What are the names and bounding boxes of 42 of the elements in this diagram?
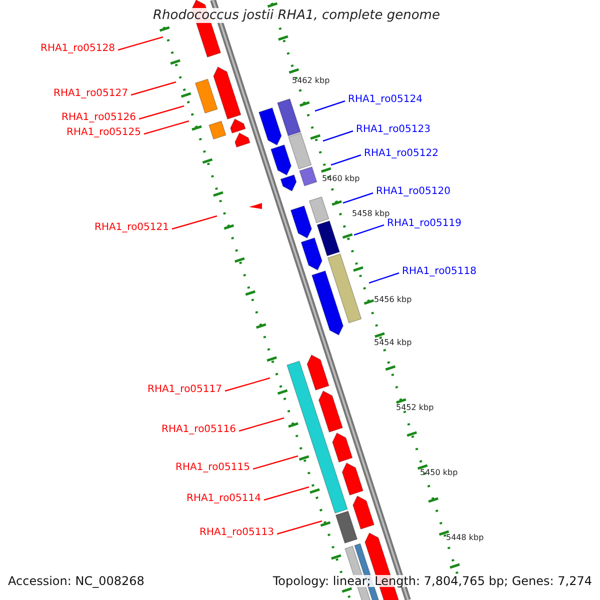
gene-label: RHA1_ro05113: [200, 528, 274, 538]
leader-line: [368, 272, 400, 284]
accession-text: Accession: NC_008268: [8, 575, 144, 587]
scale-label: 5450 kbp: [420, 469, 458, 477]
gene-label: RHA1_ro05125: [66, 128, 141, 138]
leader-line: [314, 100, 346, 112]
scale-label: 5462 kbp: [292, 77, 330, 85]
leader-line: [118, 36, 164, 51]
leader-line: [276, 520, 322, 535]
leader-line: [130, 81, 176, 96]
gene-label: RHA1_ro05118: [402, 267, 476, 277]
scale-label: 5448 kbp: [446, 534, 484, 542]
gene-label: RHA1_ro05117: [148, 385, 222, 395]
gene-label: RHA1_ro05122: [364, 149, 438, 159]
leader-line: [252, 455, 298, 470]
gene-label: RHA1_ro05123: [356, 125, 430, 135]
gene-label: RHA1_ro05115: [176, 463, 250, 473]
scale-label: 5458 kbp: [352, 210, 390, 218]
leader-line: [330, 154, 362, 166]
gene-label: RHA1_ro05126: [62, 113, 136, 123]
gene-label: RHA1_ro05116: [162, 425, 236, 435]
leader-line: [144, 120, 190, 135]
gene-label: RHA1_ro05124: [348, 95, 422, 105]
scale-label: 5456 kbp: [374, 296, 412, 304]
leader-line: [342, 192, 374, 204]
leader-line: [322, 130, 354, 142]
scale-label: 5454 kbp: [374, 339, 412, 347]
gene-label: RHA1_ro05119: [387, 219, 462, 229]
leader-line: [264, 486, 310, 501]
leader-line: [138, 105, 184, 120]
gene-label: RHA1_ro05121: [94, 223, 169, 233]
gene-label: RHA1_ro05120: [376, 187, 450, 197]
leader-line: [172, 215, 218, 230]
genome-info-text: Topology: linear; Length: 7,804,765 bp; Genes: 7,274: [272, 575, 592, 587]
leader-line: [354, 224, 384, 236]
scale-label: 5460 kbp: [322, 175, 360, 183]
gene-label: RHA1_ro05114: [186, 494, 261, 504]
leader-line: [224, 377, 270, 392]
gene-label: RHA1_ro05127: [54, 89, 128, 99]
gene-label: RHA1_ro05128: [40, 44, 115, 54]
scale-label: 5452 kbp: [396, 404, 434, 412]
leader-line: [238, 417, 284, 432]
